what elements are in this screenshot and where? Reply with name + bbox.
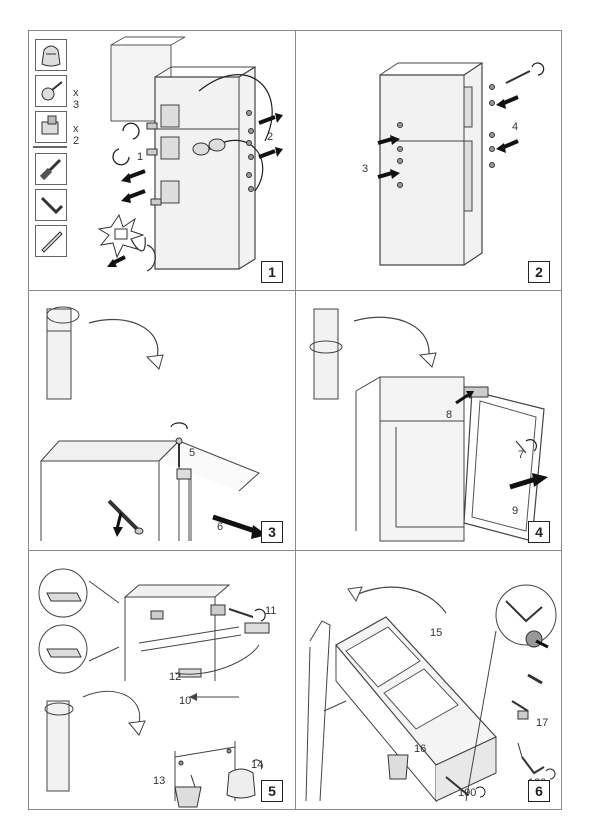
callout-label: 1 [137,151,144,163]
allen-key-icon [40,196,64,215]
callout-label: 4 [512,121,519,133]
callout-label: 12 [169,671,182,683]
callout-label: 14 [251,759,264,771]
callout-label: 190 [458,787,477,799]
callout-label: 8 [446,409,453,421]
callout-label: 6 [217,521,224,533]
step-number: 1 [261,261,283,283]
tool-box [35,225,67,257]
panel-5-illustration [38,568,270,808]
callout-label: 11 [265,605,277,617]
panel-2-illustration [377,61,545,266]
quantity-label: x 2 [73,123,80,147]
panel-6: 15 16 17 180 190 6 [296,551,561,809]
callout-label: 9 [512,505,519,517]
callout-label: 16 [414,743,427,755]
callout-label: 13 [153,775,166,787]
step-number: 6 [528,780,550,802]
quantity-label: x 3 [73,87,80,111]
step-number: 2 [528,261,550,283]
tool-box [35,39,67,71]
putty-knife-icon [41,231,63,253]
step-number: 5 [261,780,283,802]
panel-5: 10 11 12 13 14 5 [29,551,296,809]
panel-4-illustration [309,308,548,542]
screwdriver-icon [39,158,62,181]
hinge-icon [41,115,59,135]
tool-box [35,153,67,185]
tool-box [35,111,67,143]
divider [33,146,67,148]
callout-label: 2 [267,131,274,143]
panel-1-illustration [97,36,283,272]
bag-icon [41,45,61,67]
panel-3-illustration [39,306,267,541]
instruction-sheet: x 3 x 2 1 2 1 [28,30,562,810]
panel-6-illustration [305,584,557,803]
step-number: 4 [528,521,550,543]
panel-4: 7 8 9 4 [296,291,561,551]
callout-label: 5 [189,447,196,459]
callout-label: 17 [536,717,549,729]
callout-label: 15 [430,627,443,639]
panel-2: 3 4 2 [296,31,561,291]
step-number: 3 [261,521,283,543]
panel-1: x 3 x 2 1 2 1 [29,31,296,291]
panel-3: 5 6 3 [29,291,296,551]
tool-box [35,75,67,107]
screw-icon [41,81,63,101]
callout-label: 10 [179,695,192,707]
callout-label: 7 [518,449,525,461]
callout-label: 3 [362,163,369,175]
tool-box [35,189,67,221]
